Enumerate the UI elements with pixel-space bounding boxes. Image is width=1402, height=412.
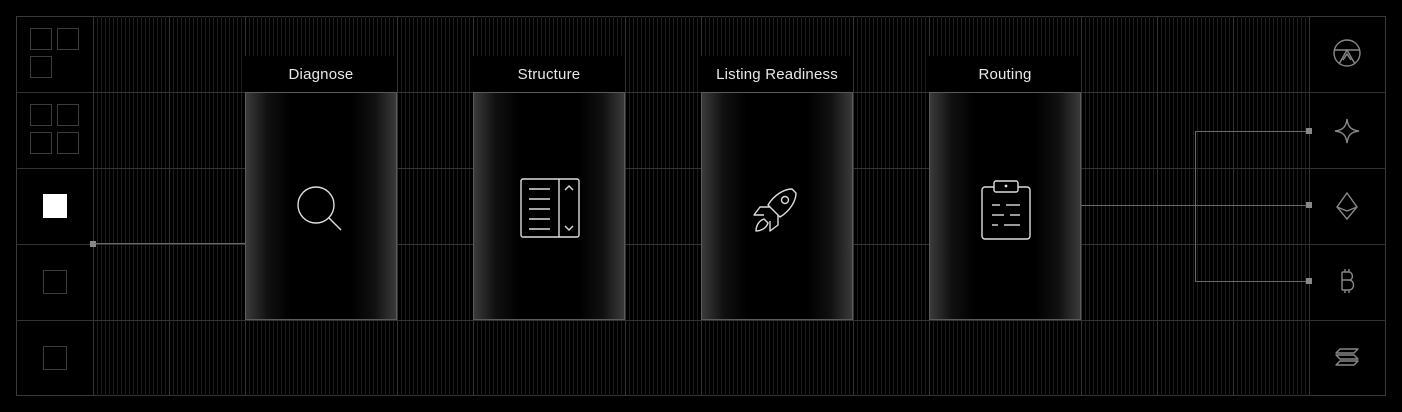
column-divider (1157, 16, 1158, 396)
connector-line (1195, 131, 1196, 282)
column-divider (853, 16, 854, 396)
rocket-icon (753, 188, 797, 232)
connector-line (1195, 281, 1309, 282)
bitcoin-icon (1341, 269, 1355, 293)
clipboard-icon (981, 180, 1031, 240)
chain-logo-icon (1333, 39, 1361, 67)
connector-node (1306, 202, 1312, 208)
column-divider (1233, 16, 1234, 396)
stage-card-diagnose[interactable] (245, 92, 397, 320)
stage-label-listing-readiness: Listing Readiness (701, 56, 853, 92)
empty-square-icon (43, 270, 67, 294)
stage-label-routing: Routing (929, 56, 1081, 92)
empty-square-icon (43, 346, 67, 370)
ethereum-icon (1336, 191, 1358, 221)
stage-card-routing[interactable] (929, 92, 1081, 320)
column-divider (625, 16, 626, 396)
document-scroll-icon (520, 178, 580, 238)
stage-label-diagnose: Diagnose (245, 56, 397, 92)
connector-node (1306, 128, 1312, 134)
connector-line (95, 243, 245, 244)
connector-line (1195, 131, 1309, 132)
search-icon (297, 186, 342, 231)
column-divider (169, 16, 170, 396)
connector-node (1306, 278, 1312, 284)
column-divider (1081, 16, 1082, 396)
column-divider (397, 16, 398, 396)
stage-card-structure[interactable] (473, 92, 625, 320)
stage-label-structure: Structure (473, 56, 625, 92)
column-divider (93, 16, 94, 396)
solana-icon (1335, 348, 1359, 366)
connector-node (90, 241, 96, 247)
sparkle-icon (1334, 118, 1360, 144)
stage-card-listing-readiness[interactable] (701, 92, 853, 320)
filled-square-icon (43, 194, 67, 218)
